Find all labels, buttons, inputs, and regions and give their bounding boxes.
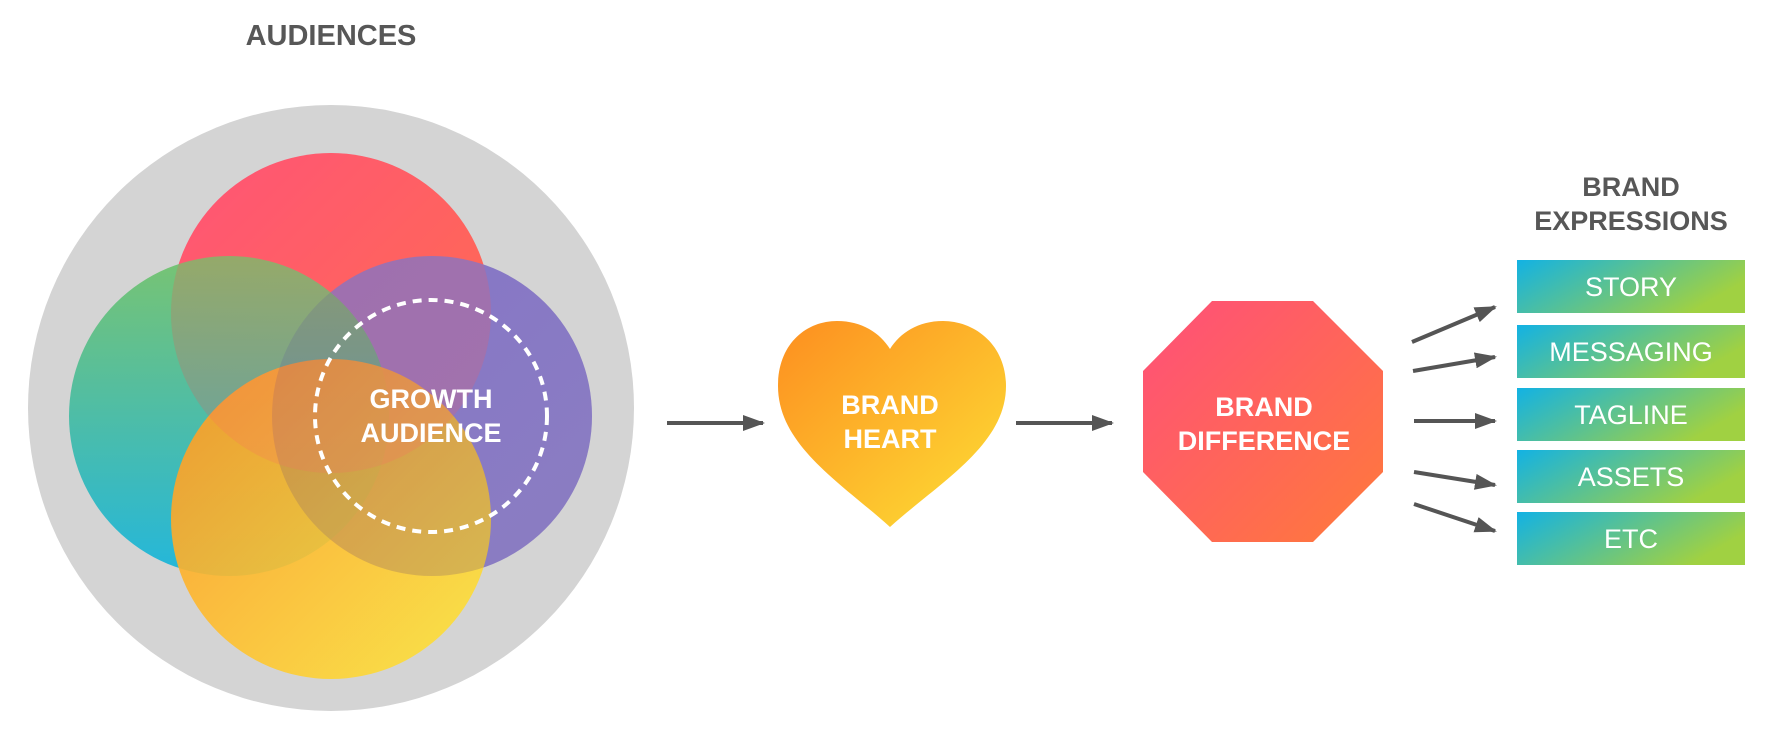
brand-difference-label-line2: DIFFERENCE	[1178, 426, 1351, 456]
expression-label: TAGLINE	[1574, 400, 1688, 430]
arrow-to-assets	[1413, 470, 1497, 490]
expression-label: ASSETS	[1578, 462, 1685, 492]
expression-item-tagline: TAGLINE	[1517, 388, 1745, 441]
expression-label: MESSAGING	[1549, 337, 1713, 367]
brand-heart-label-line1: BRAND	[841, 390, 939, 420]
arrow-to-etc	[1413, 502, 1497, 533]
audience-overlap-shade	[272, 256, 592, 576]
expression-label: STORY	[1585, 272, 1677, 302]
arrow-to-messaging	[1412, 352, 1497, 373]
heart-icon	[778, 321, 1006, 527]
brand-expressions-title-line1: BRAND	[1582, 172, 1680, 202]
audience-overlap-tint	[171, 153, 491, 473]
audience-venn	[69, 153, 592, 679]
brand-expressions-title-line2: EXPRESSIONS	[1534, 206, 1728, 236]
expression-arrows	[1411, 305, 1497, 533]
audiences-title: AUDIENCES	[246, 20, 417, 52]
expression-item-assets: ASSETS	[1517, 450, 1745, 503]
growth-audience-label-line1: GROWTH	[370, 384, 493, 414]
audience-circle-yellow	[171, 359, 491, 679]
arrow-to-story	[1411, 305, 1497, 344]
brand-heart-label-line2: HEART	[844, 424, 938, 454]
octagon-icon	[1143, 301, 1383, 542]
growth-audience-dashed-circle	[313, 298, 549, 534]
expression-boxes: STORY MESSAGING TAGLINE ASSETS ETC	[1517, 260, 1745, 565]
expression-item-story: STORY	[1517, 260, 1745, 313]
brand-difference-label-line1: BRAND	[1215, 392, 1313, 422]
expression-label: ETC	[1604, 524, 1658, 554]
expression-item-messaging: MESSAGING	[1517, 325, 1745, 378]
expression-item-etc: ETC	[1517, 512, 1745, 565]
growth-audience-label-line2: AUDIENCE	[360, 418, 501, 448]
